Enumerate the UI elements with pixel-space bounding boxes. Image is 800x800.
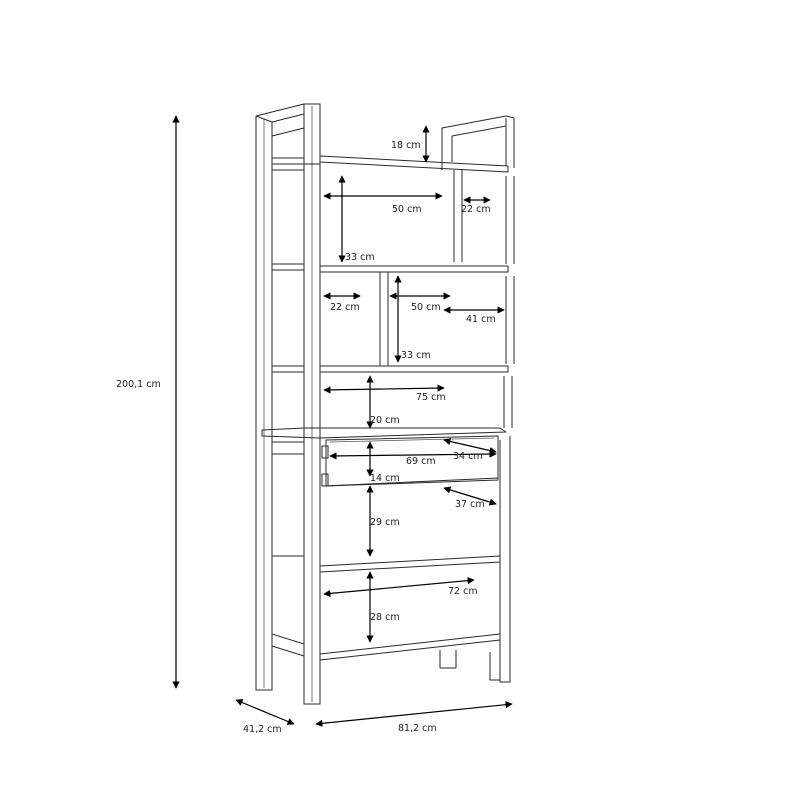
top-side-opening-width-label: 22 cm bbox=[461, 204, 491, 215]
overall-height-label: 200,1 cm bbox=[116, 379, 161, 390]
lower-shelf bbox=[272, 555, 501, 573]
bottom-shelf-height-label: 28 cm bbox=[370, 612, 400, 623]
top-shelf-opening-width-label: 50 cm bbox=[392, 204, 422, 215]
drawer-unit bbox=[261, 427, 507, 487]
top-shelf bbox=[272, 155, 509, 262]
third-shelf-height-label: 20 cm bbox=[370, 415, 400, 426]
second-left-opening-width-label: 22 cm bbox=[330, 302, 360, 313]
left-front-leg bbox=[303, 103, 321, 705]
third-shelf-width-label: 75 cm bbox=[416, 392, 446, 403]
dimension-arrows bbox=[172, 115, 513, 727]
drawer-width-label: 69 cm bbox=[406, 456, 436, 467]
drawer-depth-label: 34 cm bbox=[453, 451, 483, 462]
overall-width-label: 81,2 cm bbox=[398, 723, 437, 734]
bottom-shelf-width-label: 72 cm bbox=[448, 586, 478, 597]
bookcase-drawing bbox=[255, 103, 515, 705]
third-shelf bbox=[272, 365, 509, 373]
drawer-height-label: 14 cm bbox=[370, 473, 400, 484]
right-side-frame bbox=[441, 115, 515, 683]
lower-depth-label: 37 cm bbox=[455, 499, 485, 510]
top-clearance-label: 18 cm bbox=[391, 140, 421, 151]
shelf-depth-label: 41 cm bbox=[466, 314, 496, 325]
overall-depth-label: 41,2 cm bbox=[243, 724, 282, 735]
second-shelf-height-label: 33 cm bbox=[401, 350, 431, 361]
second-shelf bbox=[272, 263, 509, 366]
second-middle-opening-width-label: 50 cm bbox=[411, 302, 441, 313]
lower-shelf-height-label: 29 cm bbox=[370, 517, 400, 528]
left-side-frame bbox=[255, 103, 320, 691]
bottom-shelf bbox=[319, 633, 501, 669]
top-shelf-height-label: 33 cm bbox=[345, 252, 375, 263]
dimension-labels: 200,1 cm 41,2 cm 81,2 cm 18 cm 50 cm 22 … bbox=[116, 140, 496, 735]
